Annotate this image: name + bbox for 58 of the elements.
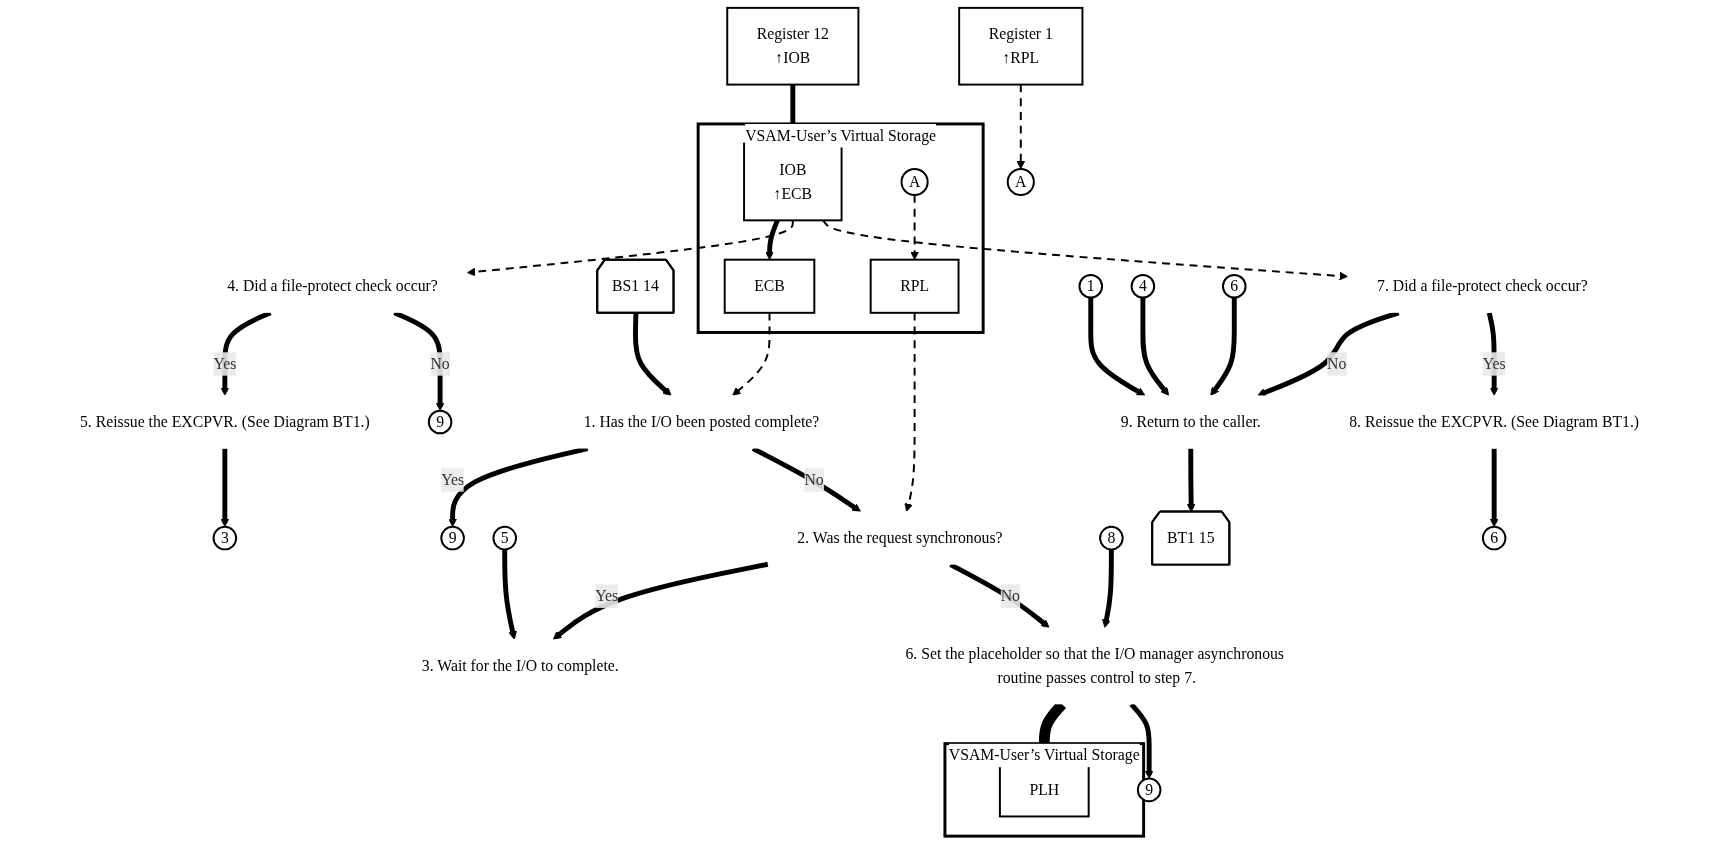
- arrow: [949, 562, 1050, 628]
- edge-label: Yes: [1482, 355, 1506, 372]
- arrow: [552, 561, 769, 640]
- arrow: [466, 219, 794, 277]
- edge-label: No: [804, 471, 824, 488]
- node-circle: 3: [212, 525, 238, 551]
- node-circle: 8: [1099, 525, 1124, 551]
- arrow: [502, 549, 517, 640]
- edge-label: Yes: [595, 587, 619, 604]
- node-text: 4. Did a file-protect check occur?: [227, 277, 438, 295]
- node-box: ECB: [723, 258, 816, 314]
- node-circle: 9: [427, 409, 453, 435]
- node-box: Register 12 ↑IOB: [726, 6, 860, 86]
- arrow: [220, 448, 230, 528]
- arrow: [1186, 448, 1196, 513]
- arrow: [393, 310, 445, 412]
- node-circle: 1: [1078, 273, 1104, 299]
- node-circle: 6: [1481, 525, 1507, 551]
- node-box: IOB ↑ECB: [743, 142, 843, 222]
- edge-label: Yes: [441, 471, 465, 488]
- node-text: 7. Did a file-protect check occur?: [1377, 277, 1588, 295]
- arrow: [732, 311, 771, 396]
- node-circle: 5: [492, 525, 518, 551]
- node-circle: 9: [1136, 777, 1162, 803]
- node-circle: A: [900, 167, 929, 197]
- arrow: [1140, 297, 1170, 396]
- node-text: 3. Wait for the I/O to complete.: [421, 657, 619, 674]
- arrow: [910, 194, 919, 261]
- arrow: [448, 446, 589, 528]
- arrow: [1210, 297, 1237, 396]
- edge-label: No: [1327, 355, 1347, 372]
- node-circle: 6: [1221, 273, 1247, 299]
- arrow: [1129, 702, 1154, 779]
- node-text: 9. Return to the caller.: [1120, 413, 1261, 430]
- arrow: [751, 446, 861, 512]
- node-circle: 9: [440, 525, 465, 551]
- node-box: RPL: [869, 258, 960, 314]
- arrow: [1016, 83, 1026, 170]
- node-text: 2. Was the request synchronous?: [797, 529, 1003, 546]
- arrow: [822, 219, 1348, 281]
- arrow: [1088, 297, 1146, 396]
- node-text: 5. Reissue the EXCPVR. (See Diagram BT1.): [79, 413, 370, 430]
- node-text: 8. Reissue the EXCPVR. (See Diagram BT1.): [1349, 413, 1640, 430]
- edge-label: No: [1000, 587, 1020, 604]
- edge-label: Yes: [213, 355, 237, 372]
- node-text: 6. Set the placeholder so that the I/O manager asynchronous routine passes control to step 7.: [905, 645, 1285, 686]
- node-text: 1. Has the I/O been posted complete?: [583, 413, 820, 430]
- arrow: [765, 219, 780, 261]
- node-box: Register 1 ↑RPL: [958, 6, 1084, 86]
- arrow: [220, 310, 272, 396]
- arrow: [1257, 310, 1400, 397]
- arrow: [633, 313, 672, 396]
- node-circle: 4: [1130, 273, 1156, 299]
- arrow: [1102, 549, 1114, 628]
- edge-label: No: [430, 355, 450, 372]
- arrow: [1489, 448, 1499, 528]
- node-circle: A: [1006, 167, 1035, 197]
- arrow: [904, 311, 916, 512]
